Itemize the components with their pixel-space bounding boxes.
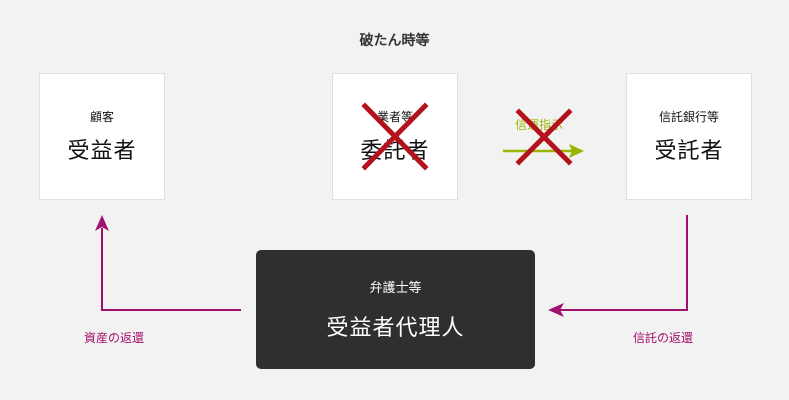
box-sub-label: 弁護士等 <box>369 281 422 296</box>
box-beneficiary-agent: 弁護士等 受益者代理人 <box>256 250 535 369</box>
instruction-arrow-icon <box>503 144 584 158</box>
trust-return-label: 信託の返還 <box>633 331 694 345</box>
box-customer-beneficiary: 顧客 受益者 <box>39 73 165 200</box>
asset-return-arrow-icon <box>95 215 241 311</box>
box-sub-label: 信託銀行等 <box>658 110 719 124</box>
box-main-label: 受益者 <box>67 139 137 164</box>
asset-return-label: 資産の返還 <box>84 331 145 345</box>
trust-return-arrow-icon <box>548 215 688 317</box>
diagram-title: 破たん時等 <box>359 33 430 49</box>
box-trustee: 信託銀行等 受託者 <box>626 73 752 200</box>
box-main-label: 受益者代理人 <box>326 316 465 341</box>
box-main-label: 受託者 <box>654 139 724 164</box>
cross-icon <box>515 108 573 166</box>
box-sub-label: 業者等 <box>376 110 413 124</box>
cross-icon <box>361 102 429 171</box>
box-sub-label: 顧客 <box>89 110 114 124</box>
